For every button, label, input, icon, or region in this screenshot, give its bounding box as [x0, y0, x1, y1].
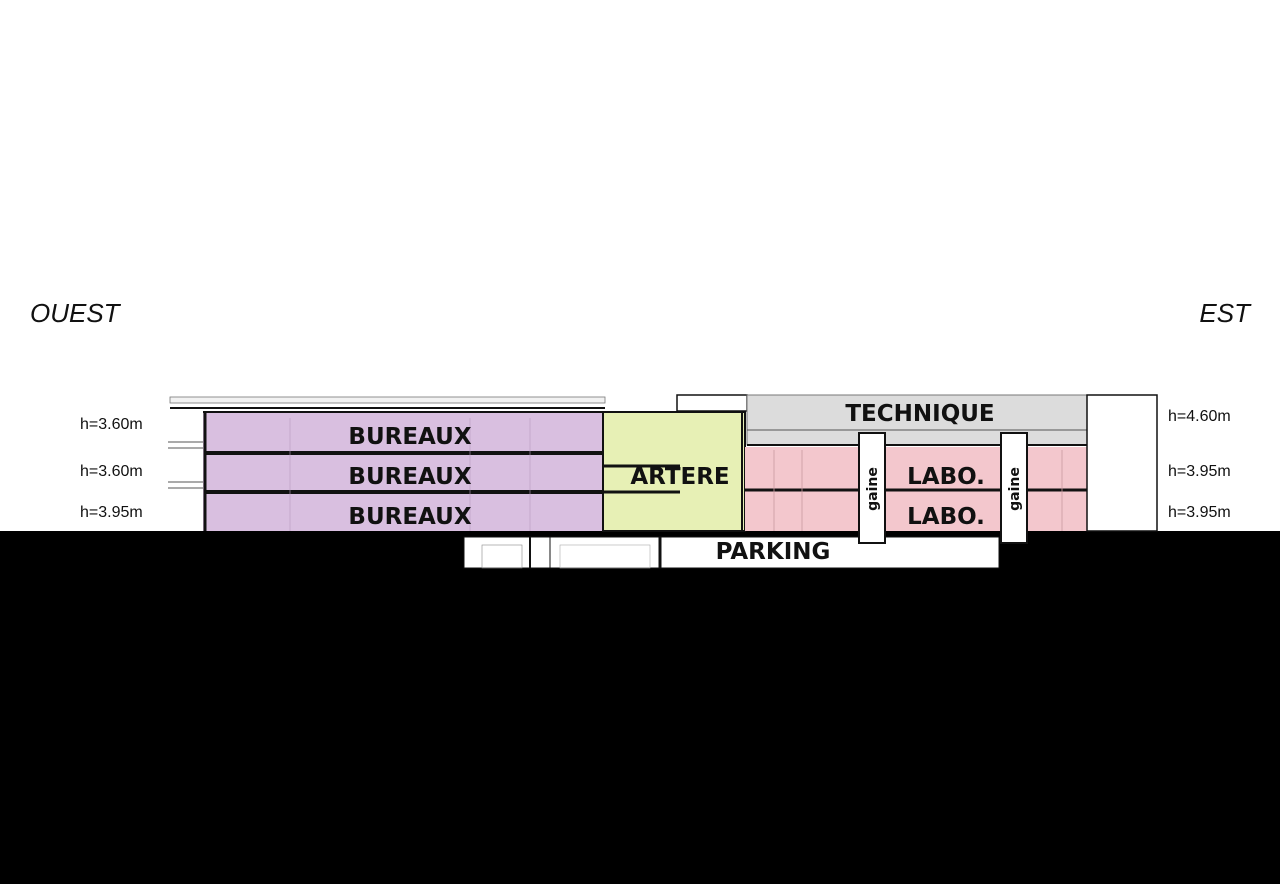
orientation-west-label: OUEST — [30, 298, 120, 328]
technique-block: TECHNIQUE — [676, 394, 1088, 446]
ground-plane — [0, 531, 1280, 884]
zone-label-labo-lower: LABO. — [907, 504, 985, 530]
height-label-left-bottom: h=3.95m — [80, 504, 143, 521]
zone-label-bureaux-middle: BUREAUX — [348, 464, 471, 490]
zone-label-bureaux-top: BUREAUX — [348, 424, 471, 450]
artere-block: ARTERE — [602, 395, 746, 532]
bureaux-block: BUREAUX BUREAUX BUREAUX — [168, 396, 606, 531]
labo-block: gaine gaine LABO. LABO. — [745, 394, 1158, 544]
height-label-left-middle: h=3.60m — [80, 463, 143, 480]
zone-label-artere: ARTERE — [630, 464, 729, 490]
height-label-right-top: h=4.60m — [1168, 408, 1231, 425]
zone-label-labo-upper: LABO. — [907, 464, 985, 490]
height-label-right-bottom: h=3.95m — [1168, 504, 1231, 521]
zone-label-gaine-2: gaine — [1007, 467, 1023, 511]
parking-level: PARKING — [463, 536, 1000, 569]
height-label-left-top: h=3.60m — [80, 416, 143, 433]
height-label-right-middle: h=3.95m — [1168, 463, 1231, 480]
zone-label-parking: PARKING — [716, 539, 831, 565]
zone-label-gaine-1: gaine — [865, 467, 881, 511]
zone-label-technique: TECHNIQUE — [845, 401, 994, 427]
orientation-east-label: EST — [1199, 298, 1250, 328]
zone-label-bureaux-bottom: BUREAUX — [348, 504, 471, 530]
